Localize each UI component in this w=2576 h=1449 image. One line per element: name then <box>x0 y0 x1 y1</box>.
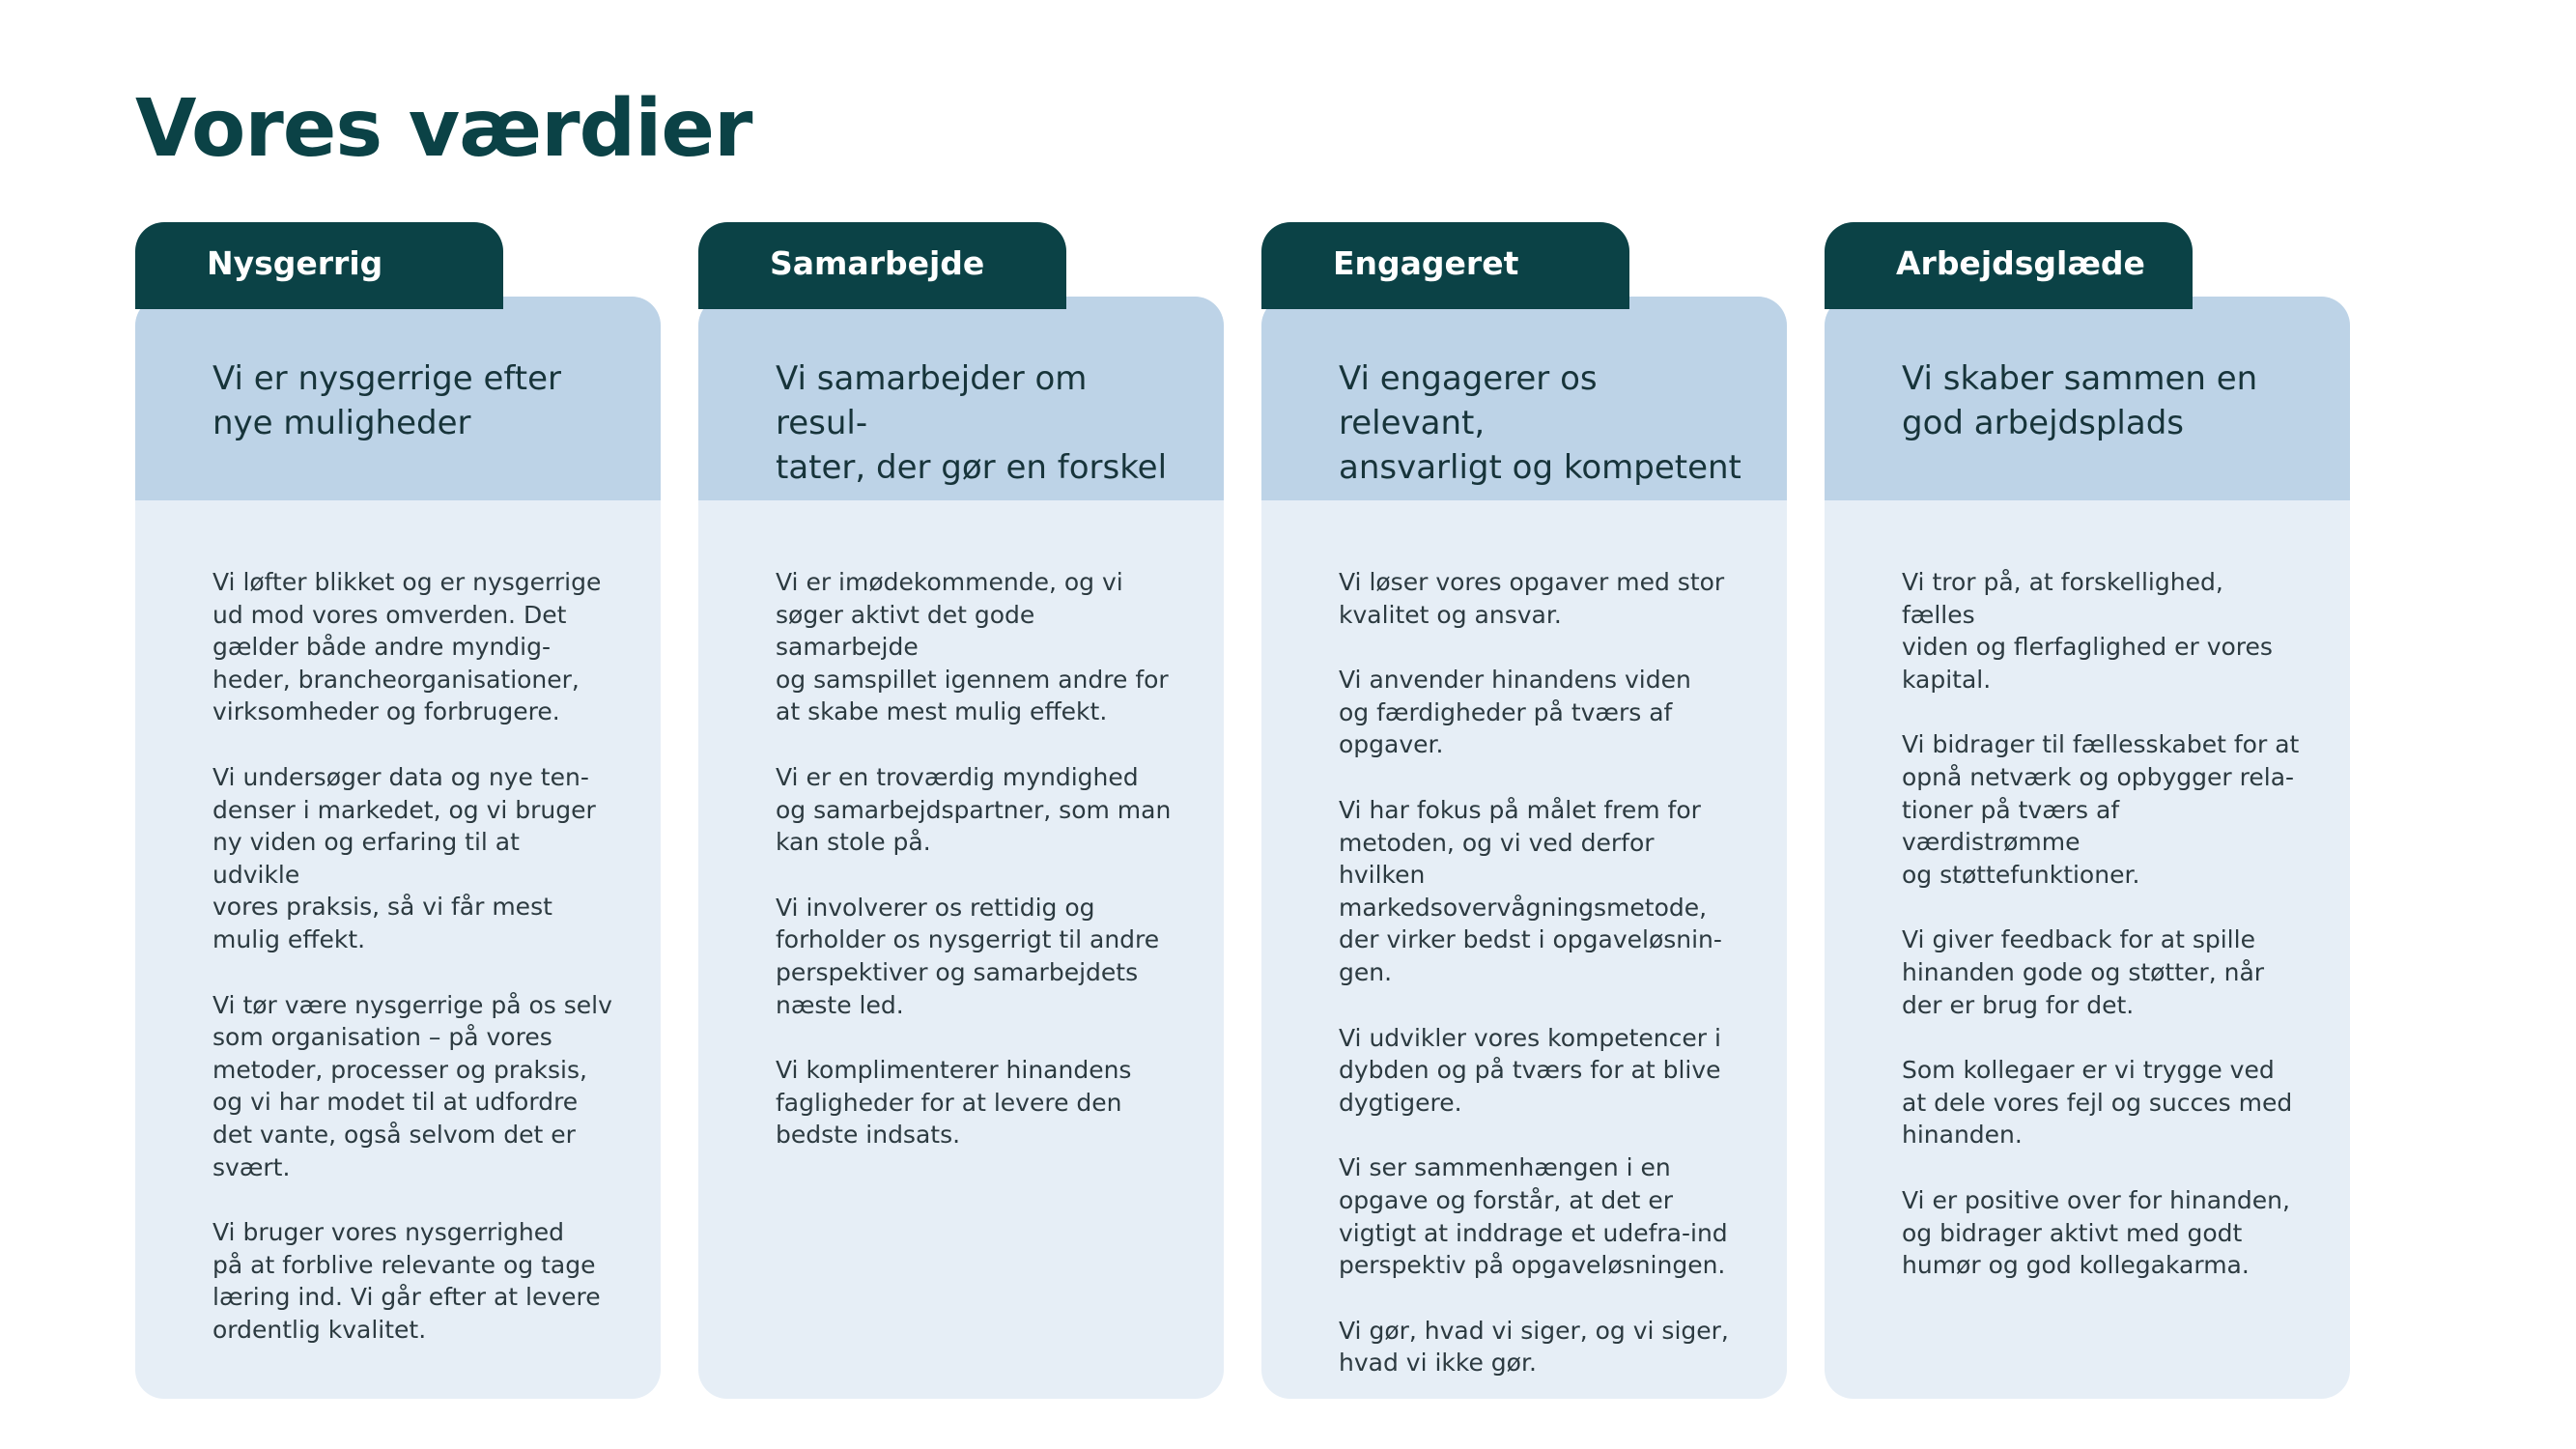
card-paragraph: Vi er imødekommende, og vi søger aktivt … <box>776 568 1169 726</box>
card-headline: Vi samarbejder om resul- tater, der gør … <box>776 359 1168 487</box>
card-paragraph: Vi anvender hinandens viden og færdighed… <box>1339 666 1691 759</box>
card-paragraph: Vi undersøger data og nye ten- denser i … <box>212 762 596 953</box>
card-paragraph: Vi tør være nysgerrige på os selv som or… <box>212 990 612 1181</box>
card-paragraph: Vi komplimenterer hinandens fagligheder … <box>776 1056 1132 1150</box>
card-paragraph: Vi bruger vores nysgerrighed på at forbl… <box>212 1218 601 1344</box>
card-paragraph: Vi bidrager til fællesskabet for at opnå… <box>1902 730 2300 889</box>
value-card-engageret: Vi engagerer os relevant, ansvarligt og … <box>1261 222 1787 1399</box>
value-card-arbejdsglaede: Vi skaber sammen en god arbejdsplads Vi … <box>1825 222 2350 1399</box>
card-paragraph: Som kollegaer er vi trygge ved at dele v… <box>1902 1056 2293 1150</box>
card-body: Vi engagerer os relevant, ansvarligt og … <box>1261 297 1787 1399</box>
value-card-samarbejde: Vi samarbejder om resul- tater, der gør … <box>698 222 1224 1399</box>
card-text: Vi løser vores opgaver med stor kvalitet… <box>1261 500 1787 1379</box>
card-header-band: Vi engagerer os relevant, ansvarligt og … <box>1261 297 1787 500</box>
card-paragraph: Vi er positive over for hinanden, og bid… <box>1902 1185 2290 1280</box>
value-card-nysgerrig: Vi er nysgerrige efter nye muligheder Vi… <box>135 222 661 1399</box>
card-paragraph: Vi tror på, at forskellighed, fælles vid… <box>1902 568 2273 694</box>
card-text: Vi tror på, at forskellighed, fælles vid… <box>1825 500 2350 1282</box>
card-tab-label: Nysgerrig <box>135 222 503 309</box>
card-paragraph: Vi ser sammenhængen i en opgave og forst… <box>1339 1153 1728 1280</box>
card-headline: Vi skaber sammen en god arbejdsplads <box>1902 359 2258 442</box>
card-paragraph: Vi involverer os rettidig og forholder o… <box>776 893 1160 1019</box>
card-headline: Vi er nysgerrige efter nye muligheder <box>212 359 561 442</box>
card-header-band: Vi skaber sammen en god arbejdsplads <box>1825 297 2350 500</box>
card-tab-label: Engageret <box>1261 222 1629 309</box>
card-tab-label: Arbejdsglæde <box>1825 222 2193 309</box>
card-tab-label: Samarbejde <box>698 222 1066 309</box>
card-paragraph: Vi udvikler vores kompetencer i dybden o… <box>1339 1023 1721 1117</box>
card-headline: Vi engagerer os relevant, ansvarligt og … <box>1339 359 1741 487</box>
page-title: Vores værdier <box>135 83 752 175</box>
card-body: Vi er nysgerrige efter nye muligheder Vi… <box>135 297 661 1399</box>
card-paragraph: Vi er en troværdig myndighed og samarbej… <box>776 762 1172 857</box>
card-paragraph: Vi gør, hvad vi siger, og vi siger, hvad… <box>1339 1316 1729 1378</box>
card-header-band: Vi samarbejder om resul- tater, der gør … <box>698 297 1224 500</box>
card-paragraph: Vi har fokus på målet frem for metoden, … <box>1339 795 1722 986</box>
card-body: Vi skaber sammen en god arbejdsplads Vi … <box>1825 297 2350 1399</box>
card-text: Vi er imødekommende, og vi søger aktivt … <box>698 500 1224 1151</box>
card-body: Vi samarbejder om resul- tater, der gør … <box>698 297 1224 1399</box>
card-text: Vi løfter blikket og er nysgerrige ud mo… <box>135 500 661 1346</box>
card-header-band: Vi er nysgerrige efter nye muligheder <box>135 297 661 500</box>
card-paragraph: Vi giver feedback for at spille hinanden… <box>1902 925 2265 1019</box>
card-paragraph: Vi løser vores opgaver med stor kvalitet… <box>1339 568 1725 629</box>
card-paragraph: Vi løfter blikket og er nysgerrige ud mo… <box>212 568 602 726</box>
